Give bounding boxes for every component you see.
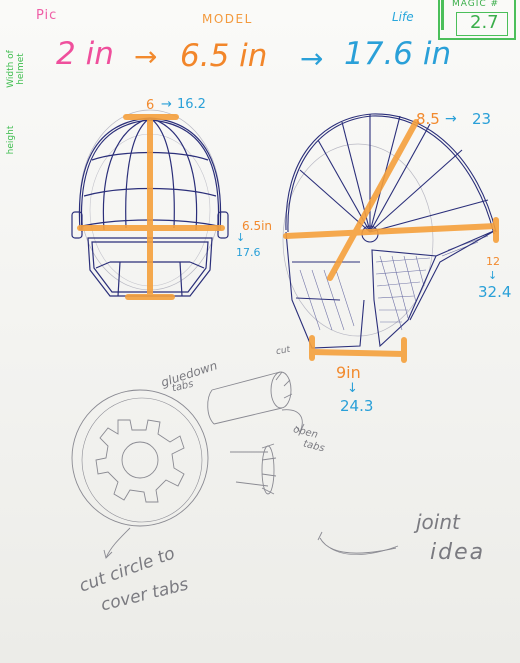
front-height-life: 17.6	[236, 246, 261, 259]
height-label: height	[6, 125, 16, 155]
side-base-model: 9in	[336, 363, 361, 382]
side-depth-arrow: ↓	[488, 269, 498, 282]
note-idea: idea	[430, 540, 486, 565]
header-model: MODEL	[202, 12, 253, 26]
magic-box	[438, 0, 516, 40]
conversion-life: 17.6 in	[344, 36, 452, 72]
magic-value: 2.7	[470, 12, 499, 33]
side-width-life: 23	[472, 110, 492, 128]
side-depth-model: 12	[486, 255, 500, 268]
side-base-arrow: ↓	[347, 381, 358, 396]
front-height-model: 6.5in	[242, 219, 273, 233]
side-base-life: 24.3	[340, 397, 374, 415]
magic-value-box	[456, 12, 508, 36]
conversion-arrow-2: →	[300, 42, 324, 75]
side-depth-life: 32.4	[478, 283, 512, 301]
header-life: Life	[392, 10, 414, 24]
note-joint: joint	[416, 510, 460, 534]
side-hatching	[299, 235, 489, 331]
conversion-model: 6.5 in	[180, 38, 268, 74]
pencil-joint-sketch	[71, 371, 399, 559]
conversion-arrow-1: →	[134, 40, 158, 73]
width-of-helmet-label: Width of helmet	[6, 50, 26, 88]
magic-box-left-line	[441, 0, 444, 30]
magic-label: MAGIC #	[452, 0, 500, 9]
conversion-pic: 2 in	[56, 36, 114, 72]
side-width-model: 8.5	[416, 110, 440, 128]
front-width-life: 16.2	[177, 97, 206, 112]
header-pic: Pic	[36, 8, 58, 23]
side-measure-lines	[283, 119, 499, 363]
front-measure-lines	[77, 114, 225, 300]
front-height-arrow: ↓	[236, 231, 246, 244]
front-width-arrow: →	[161, 97, 172, 112]
front-width-model: 6	[146, 98, 155, 113]
side-width-arrow: →	[445, 111, 457, 127]
